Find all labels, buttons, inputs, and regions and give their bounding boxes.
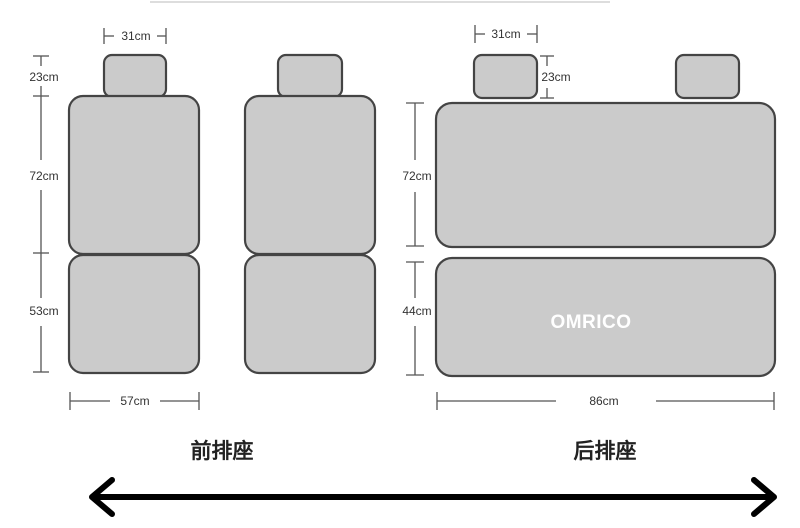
front-right-backrest [243, 94, 377, 256]
front-seat-right [243, 53, 377, 375]
rear-right-headrest [674, 53, 741, 100]
front-seat-left [67, 53, 201, 375]
brand-watermark: OMRICO [550, 312, 631, 333]
front-right-headrest [276, 53, 344, 99]
front-cushion-height-label: 53cm [29, 304, 58, 318]
rear-cushion [434, 256, 777, 378]
double-arrow-icon [89, 477, 777, 517]
front-right-cushion [243, 253, 377, 375]
rear-back-height-label: 72cm [402, 169, 431, 183]
front-left-cushion [67, 253, 201, 375]
rear-dimension-lines: 31cm 23cm 72cm 44cm 86cm [402, 25, 775, 410]
front-left-headrest [102, 53, 168, 99]
front-headrest-height-label: 23cm [29, 70, 58, 84]
front-headrest-width-label: 31cm [121, 29, 150, 43]
front-back-height-label: 72cm [29, 169, 58, 183]
front-left-backrest [67, 94, 201, 256]
rear-headrest-width-label: 31cm [491, 27, 520, 41]
front-seats-label: 前排座 [191, 439, 254, 463]
rear-left-headrest [472, 53, 539, 100]
front-width-label: 57cm [120, 394, 149, 408]
rear-bench: OMRICO [434, 53, 777, 378]
rear-cushion-height-label: 44cm [402, 304, 431, 318]
rear-backrest [434, 101, 777, 249]
rear-width-label: 86cm [589, 394, 618, 408]
rear-headrest-height-label: 23cm [541, 70, 570, 84]
front-dimension-lines: 31cm 23cm 72cm 53cm 57cm [29, 28, 200, 410]
rear-seats-label: 后排座 [574, 439, 637, 463]
